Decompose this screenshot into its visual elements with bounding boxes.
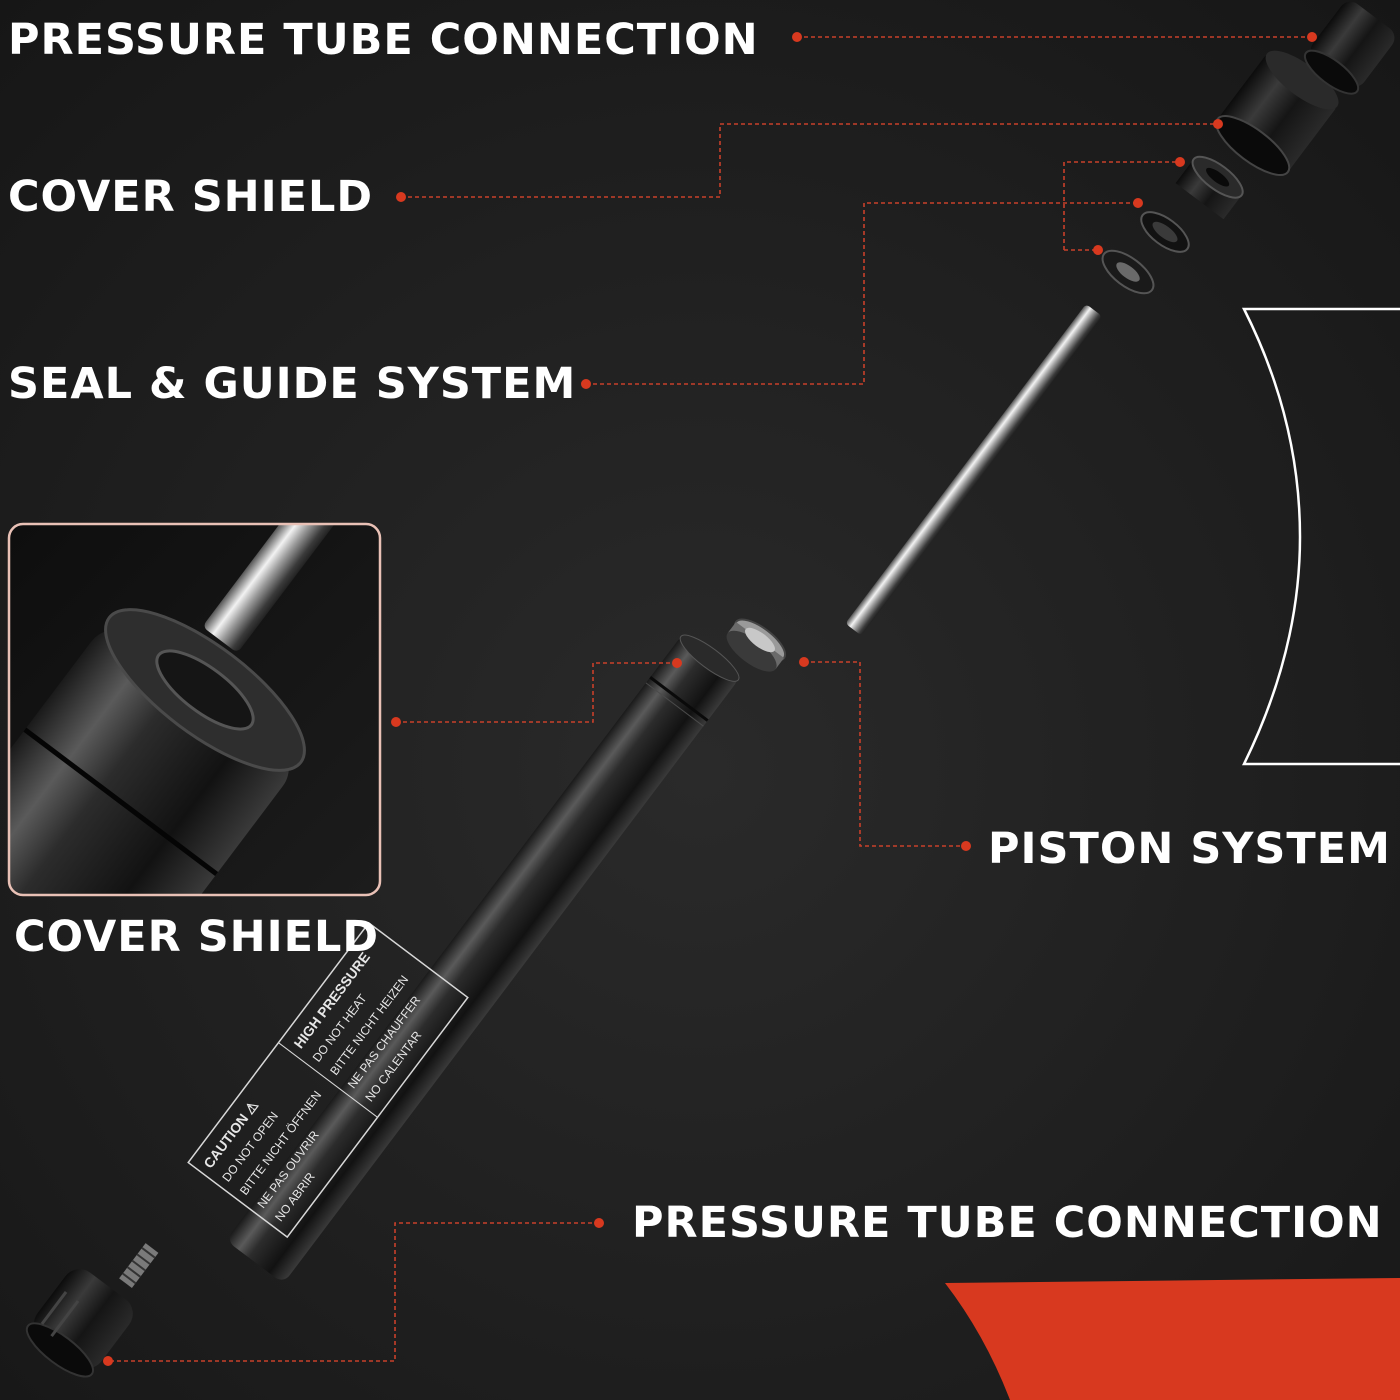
label-cover-shield-top: COVER SHIELD <box>8 172 374 222</box>
piston-rod <box>846 305 1101 634</box>
seal-washer-1 <box>1101 249 1155 295</box>
label-pressure-tube-connection-bottom: PRESSURE TUBE CONNECTION <box>632 1198 1383 1248</box>
leader-lines <box>108 36 1312 1362</box>
seal-washer-2 <box>1140 211 1190 253</box>
leader-dots <box>103 32 1317 1366</box>
leader-cover-shield-top <box>401 123 1218 198</box>
label-cover-shield-inset: COVER SHIELD <box>14 912 380 962</box>
piston-disk <box>726 618 787 672</box>
leader-piston <box>804 661 966 847</box>
label-seal-guide-system: SEAL & GUIDE SYSTEM <box>8 359 577 409</box>
leader-cover-shield-inset <box>396 662 677 723</box>
leader-seal-guide <box>586 202 1138 385</box>
main-cylinder <box>229 634 740 1280</box>
top-end-fitting <box>1303 1 1395 95</box>
cover-shield-cup <box>1215 50 1339 176</box>
seal-bushing <box>1175 155 1244 220</box>
threaded-stud <box>119 1243 159 1288</box>
inset-closeup <box>7 522 382 897</box>
label-pressure-tube-connection-top: PRESSURE TUBE CONNECTION <box>8 15 759 65</box>
label-piston-system: PISTON SYSTEM <box>988 824 1391 874</box>
decorative-arc-bracket <box>1241 307 1400 766</box>
bottom-end-fitting <box>25 1269 133 1378</box>
accent-corner-shape <box>945 1278 1400 1400</box>
leader-seal-branch-1 <box>1063 161 1180 250</box>
leader-pressure-tube-bottom <box>108 1222 599 1362</box>
